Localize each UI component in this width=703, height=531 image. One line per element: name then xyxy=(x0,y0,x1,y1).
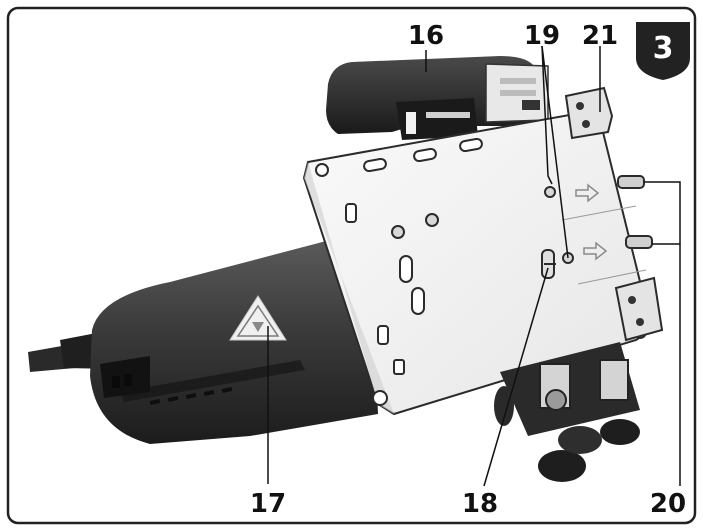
plate-slots xyxy=(345,137,483,375)
vent-slots xyxy=(112,374,233,405)
direction-arrows xyxy=(575,183,608,261)
leader-lines xyxy=(267,45,681,487)
callout-19: 19 xyxy=(524,21,560,51)
callout-20: 20 xyxy=(650,489,686,519)
plate-screws xyxy=(391,186,574,264)
callout-18: 18 xyxy=(462,489,498,519)
locking-lever xyxy=(541,249,556,279)
motor-housing xyxy=(90,240,378,444)
callout-17: 17 xyxy=(250,489,286,519)
figure-number-badge: 3 xyxy=(636,22,690,80)
callout-21: 21 xyxy=(582,21,618,51)
dust-hood xyxy=(326,56,549,140)
depth-adjust-mechanism xyxy=(494,342,640,482)
base-plate xyxy=(302,110,654,416)
figure-number: 3 xyxy=(653,31,674,66)
warning-triangle-icon xyxy=(229,295,287,341)
callout-16: 16 xyxy=(408,21,444,51)
